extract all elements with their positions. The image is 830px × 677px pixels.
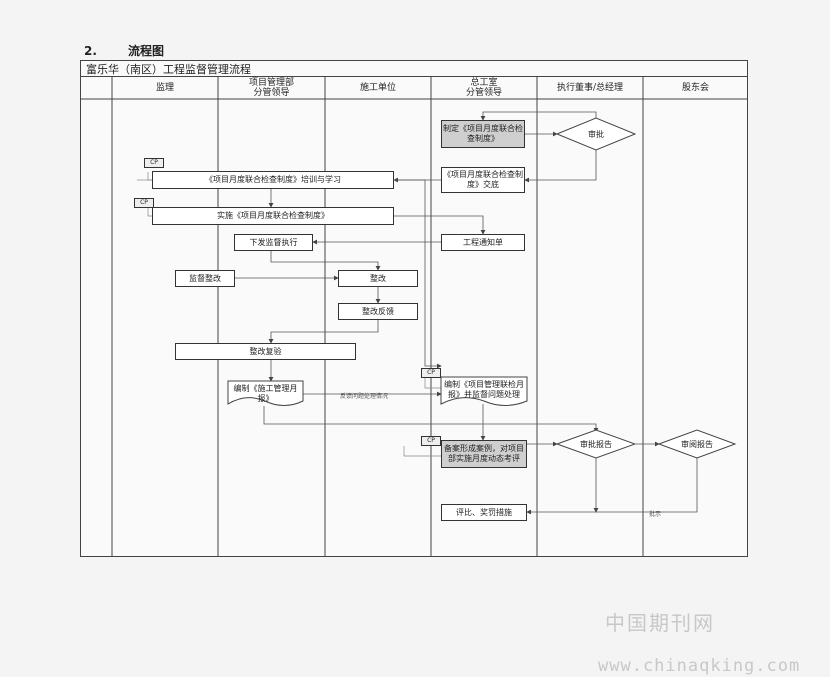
- approve-label: 审批: [588, 130, 604, 139]
- section-title: 流程图: [128, 44, 165, 58]
- supervise-rectify-box: 监督整改: [175, 270, 235, 287]
- review-report-diamond: [657, 429, 737, 459]
- draft-system-box: 制定《项目月度联合检查制度》: [441, 120, 525, 148]
- cp-tag-training: CP: [144, 158, 164, 168]
- flowchart-title: 富乐华（南区）工程监督管理流程: [86, 63, 251, 76]
- implement-box: 实施《项目月度联合检查制度》: [152, 207, 394, 225]
- section-heading: 2. 流程图: [84, 42, 164, 59]
- approve-diamond: [555, 117, 637, 151]
- project-report-label: 编制《项目管理联检月报》并监督问题处理: [444, 380, 524, 399]
- construction-report-doc: [227, 380, 304, 406]
- watermark-url: www.chinaqking.com: [598, 656, 801, 676]
- work-notice-box: 工程通知单: [441, 234, 525, 251]
- flowchart-title-row: [80, 60, 748, 77]
- lane-header-construction-unit: 施工单位: [359, 83, 396, 93]
- cp-tag-implement: CP: [134, 198, 154, 208]
- cp-tag-project-report: CP: [421, 368, 441, 378]
- section-number: 2.: [84, 44, 97, 58]
- handover-box: 《项目月度联合检查制度》交底: [441, 167, 525, 193]
- instruction-label: 批示: [649, 511, 662, 518]
- project-report-doc: [440, 376, 528, 406]
- review-report-label: 审阅报告: [681, 440, 713, 449]
- rectify-feedback-box: 整改反馈: [338, 303, 418, 320]
- feedback-issue-label: 反馈问题处理情况: [340, 393, 389, 400]
- construction-report-label: 编制《施工管理月报》: [233, 384, 298, 403]
- lane-header-project-management: 项目管理部 分管领导: [248, 78, 294, 98]
- archive-box: 备案形成案例，对项目部实施月度动态考评: [441, 440, 527, 468]
- lane-header-chief-engineer: 总工室 分管领导: [465, 78, 502, 98]
- cp-tag-archive: CP: [421, 436, 441, 446]
- lane-header-executive-director: 执行董事/总经理: [556, 83, 624, 93]
- training-box: 《项目月度联合检查制度》培训与学习: [152, 171, 394, 189]
- approve-report-diamond: [555, 429, 637, 459]
- evaluate-box: 评比、奖罚措施: [441, 504, 527, 521]
- watermark-cn: 中国期刊网: [605, 611, 715, 635]
- lane-header-supervisor: 监理: [155, 83, 174, 93]
- approve-report-label: 审批报告: [580, 440, 612, 449]
- rectify-review-box: 整改复验: [175, 343, 356, 360]
- issue-order-box: 下发监督执行: [234, 234, 313, 251]
- rectify-box: 整改: [338, 270, 418, 287]
- lane-header-shareholders: 股东会: [681, 83, 709, 93]
